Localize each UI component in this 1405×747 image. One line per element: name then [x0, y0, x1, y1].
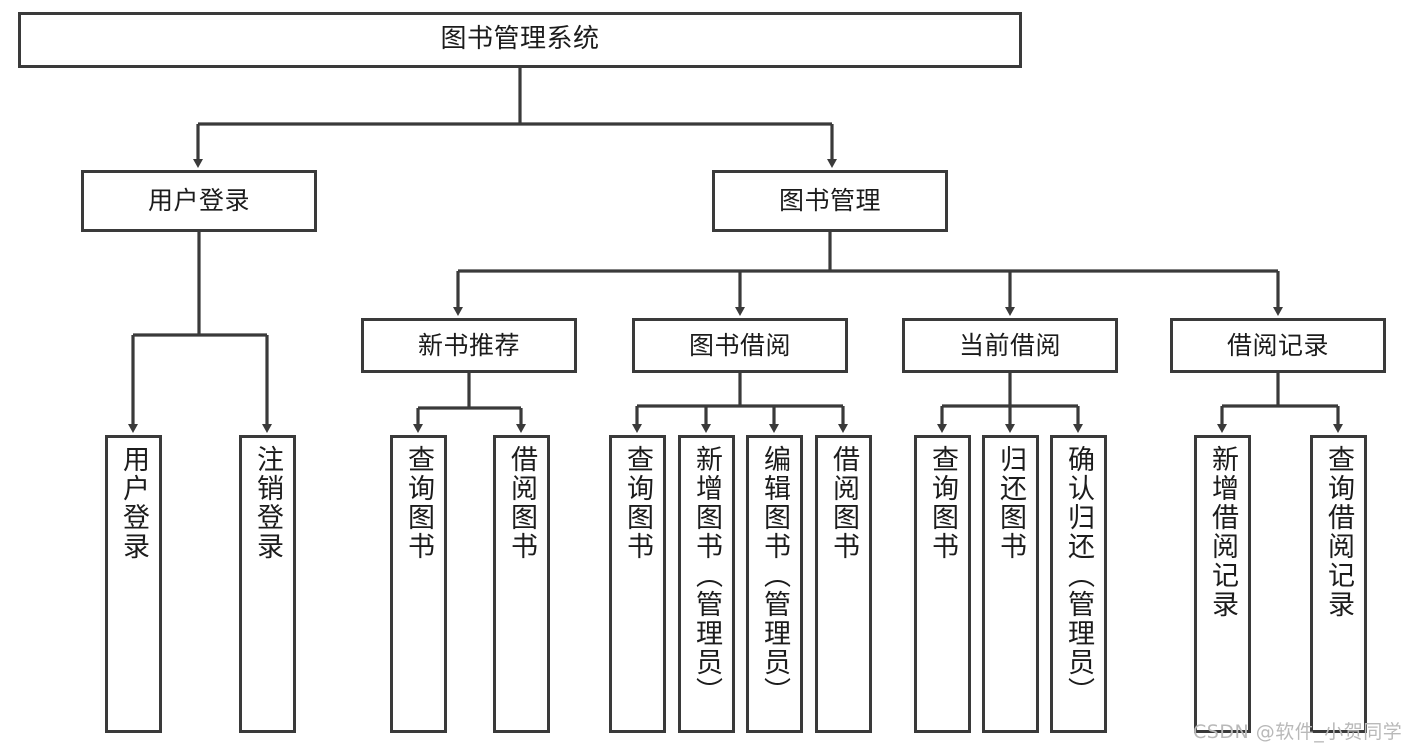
node-label: 确认归还（管理员）	[1063, 445, 1094, 706]
node-root-book-management-system[interactable]: 图书管理系统	[18, 12, 1022, 68]
node-label: 图书管理系统	[440, 24, 600, 55]
node-label: 借阅图书	[506, 445, 537, 561]
node-new-book-recommend[interactable]: 新书推荐	[361, 318, 577, 373]
node-label: 当前借阅	[958, 330, 1061, 360]
node-label: 新书推荐	[417, 330, 520, 360]
node-label: 用户登录	[118, 445, 149, 561]
leaf-edit-book-admin[interactable]: 编辑图书（管理员）	[746, 435, 803, 733]
leaf-query-book-recommend[interactable]: 查询图书	[390, 435, 447, 733]
leaf-query-book-current[interactable]: 查询图书	[914, 435, 971, 733]
leaf-borrow-book[interactable]: 借阅图书	[815, 435, 872, 733]
leaf-query-borrow-record[interactable]: 查询借阅记录	[1310, 435, 1367, 733]
node-label: 借阅图书	[828, 445, 859, 561]
node-label: 查询借阅记录	[1323, 445, 1354, 619]
leaf-borrow-book-recommend[interactable]: 借阅图书	[493, 435, 550, 733]
node-label: 图书管理	[778, 186, 881, 215]
node-label: 查询图书	[927, 445, 958, 561]
node-label: 用户登录	[147, 186, 250, 215]
node-label: 新增借阅记录	[1207, 445, 1238, 619]
leaf-logout[interactable]: 注销登录	[239, 435, 296, 733]
node-book-borrow[interactable]: 图书借阅	[632, 318, 848, 373]
node-user-login[interactable]: 用户登录	[81, 170, 317, 232]
leaf-return-book[interactable]: 归还图书	[982, 435, 1039, 733]
leaf-add-book-admin[interactable]: 新增图书（管理员）	[678, 435, 735, 733]
node-label: 编辑图书（管理员）	[759, 445, 790, 706]
leaf-user-login[interactable]: 用户登录	[105, 435, 162, 733]
node-label: 借阅记录	[1226, 330, 1329, 360]
leaf-query-book-borrow[interactable]: 查询图书	[609, 435, 666, 733]
node-label: 查询图书	[403, 445, 434, 561]
node-book-management[interactable]: 图书管理	[712, 170, 948, 232]
node-label: 新增图书（管理员）	[691, 445, 722, 706]
node-label: 查询图书	[622, 445, 653, 561]
node-label: 图书借阅	[688, 330, 791, 360]
node-label: 归还图书	[995, 445, 1026, 561]
leaf-add-borrow-record[interactable]: 新增借阅记录	[1194, 435, 1251, 733]
node-label: 注销登录	[252, 445, 283, 561]
node-borrow-record[interactable]: 借阅记录	[1170, 318, 1386, 373]
node-current-borrow[interactable]: 当前借阅	[902, 318, 1118, 373]
leaf-confirm-return-admin[interactable]: 确认归还（管理员）	[1050, 435, 1107, 733]
watermark: CSDN @软件_小贺同学	[1193, 721, 1403, 743]
